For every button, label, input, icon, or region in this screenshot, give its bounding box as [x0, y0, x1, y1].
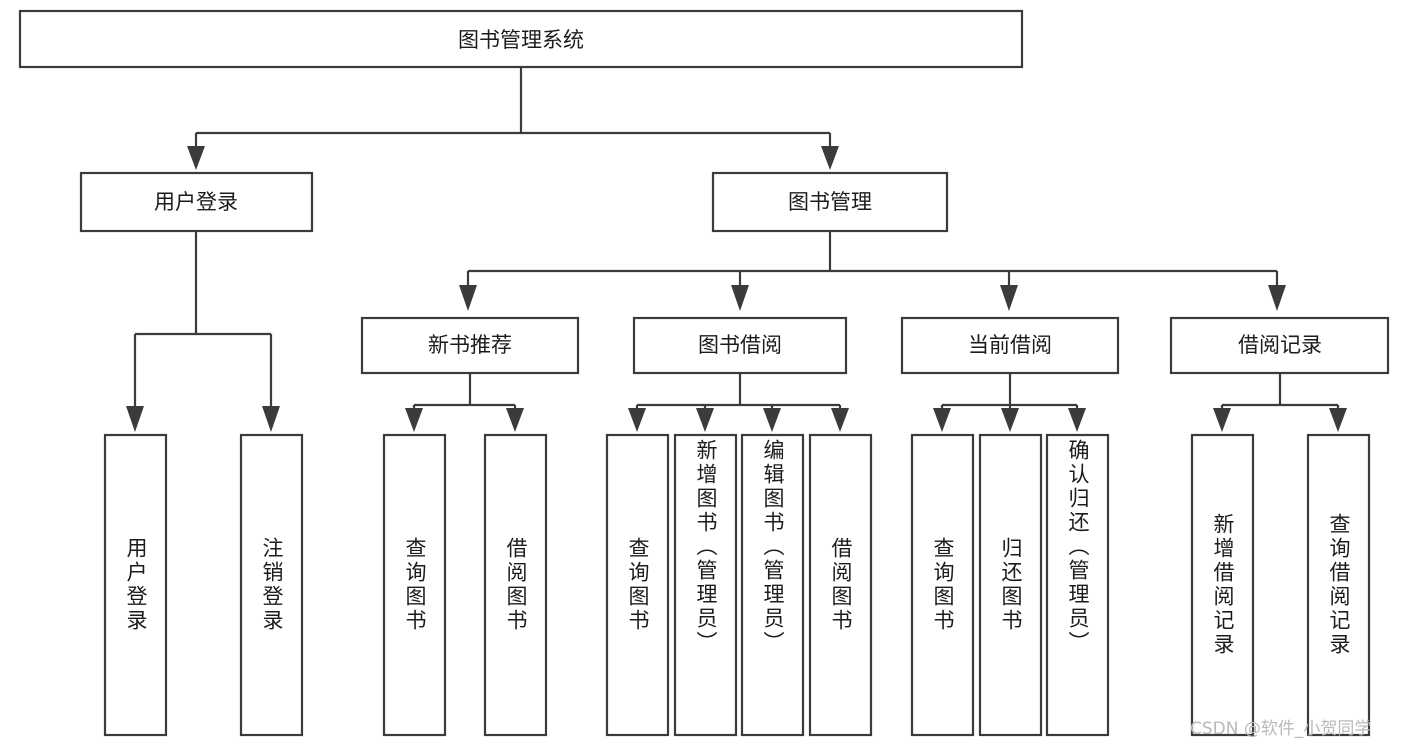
arrow-leaf-confirm-return [1068, 408, 1086, 432]
leaf-logout-login-box[interactable] [239, 433, 304, 737]
connector-book-manage-to-level3 [459, 231, 1286, 311]
leaf-edit-book-box[interactable] [740, 433, 805, 737]
node-user-login[interactable]: 用户登录 [79, 171, 314, 233]
arrow-new-book-recommend [459, 285, 477, 311]
arrow-leaf-add-record [1213, 408, 1231, 432]
arrow-leaf-query-book-3 [933, 408, 951, 432]
node-user-login-label: 用户登录 [154, 190, 238, 214]
node-book-borrow[interactable]: 图书借阅 [632, 316, 848, 375]
leaf-query-record-box[interactable] [1306, 433, 1371, 737]
leaf-add-record-box[interactable] [1190, 433, 1255, 737]
connector-user-login-to-leaves [126, 231, 280, 432]
connector-book-borrow-to-leaves [628, 373, 849, 432]
arrow-leaf-borrow-book-1 [506, 408, 524, 432]
connector-root-to-level2 [187, 67, 839, 170]
node-new-book-recommend[interactable]: 新书推荐 [360, 316, 580, 375]
arrow-current-borrow [1000, 285, 1018, 311]
node-new-book-recommend-label: 新书推荐 [428, 333, 512, 357]
leaf-user-login-box[interactable] [103, 433, 168, 737]
leaf-query-book-2-box[interactable] [605, 433, 670, 737]
node-borrow-record[interactable]: 借阅记录 [1169, 316, 1390, 375]
arrow-leaf-user-login [126, 406, 144, 432]
arrow-leaf-edit-book [763, 408, 781, 432]
leaf-return-book-box[interactable] [978, 433, 1043, 737]
arrow-leaf-query-book-1 [405, 408, 423, 432]
node-current-borrow-box[interactable] [900, 316, 1120, 375]
arrow-borrow-record [1268, 285, 1286, 311]
node-book-borrow-box[interactable] [632, 316, 848, 375]
arrow-leaf-query-book-2 [628, 408, 646, 432]
leaf-borrow-book-1-box[interactable] [483, 433, 548, 737]
leaf-query-book-3-box[interactable] [910, 433, 975, 737]
node-root-box[interactable] [18, 9, 1024, 69]
node-root-label: 图书管理系统 [458, 28, 584, 52]
leaf-borrow-book-2-box[interactable] [808, 433, 873, 737]
arrow-book-borrow [731, 285, 749, 311]
node-borrow-record-box[interactable] [1169, 316, 1390, 375]
arrow-leaf-logout-login [262, 406, 280, 432]
node-current-borrow[interactable]: 当前借阅 [900, 316, 1120, 375]
arrow-user-login [187, 146, 205, 170]
node-book-manage-label: 图书管理 [788, 190, 872, 214]
arrow-book-manage [821, 146, 839, 170]
csdn-watermark: CSDN @软件_小贺同学 [1190, 719, 1372, 739]
arrow-leaf-query-record [1329, 408, 1347, 432]
node-root[interactable]: 图书管理系统 [18, 9, 1024, 69]
node-borrow-record-label: 借阅记录 [1238, 333, 1322, 357]
node-book-manage-box[interactable] [711, 171, 949, 233]
leaf-add-book-box[interactable] [673, 433, 738, 737]
arrow-leaf-add-book [696, 408, 714, 432]
connector-borrow-record-to-leaves [1213, 373, 1347, 432]
arrow-leaf-borrow-book-2 [831, 408, 849, 432]
arrow-leaf-return-book [1001, 408, 1019, 432]
connector-current-borrow-to-leaves [933, 373, 1086, 432]
node-book-borrow-label: 图书借阅 [698, 333, 782, 357]
connector-new-book-to-leaves [405, 373, 524, 432]
node-new-book-recommend-box[interactable] [360, 316, 580, 375]
leaf-confirm-return-box[interactable] [1045, 433, 1110, 737]
node-book-manage[interactable]: 图书管理 [711, 171, 949, 233]
leaf-query-book-1-box[interactable] [382, 433, 447, 737]
node-current-borrow-label: 当前借阅 [968, 333, 1052, 357]
